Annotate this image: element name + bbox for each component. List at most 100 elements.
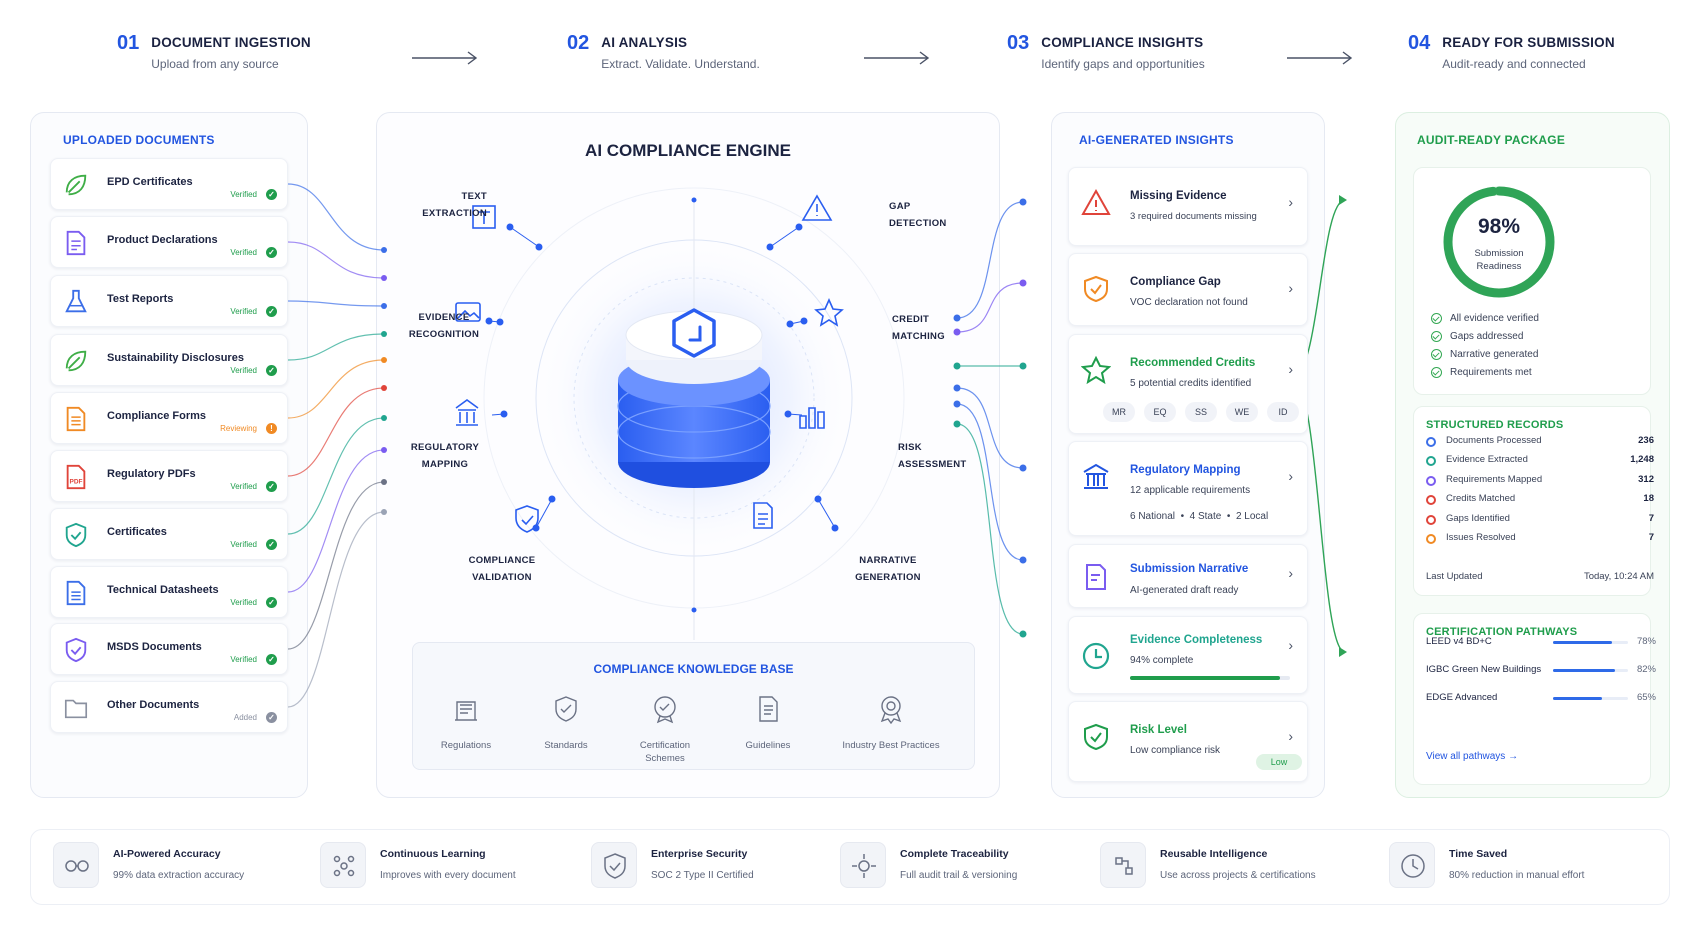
- check-item: All evidence verified: [1431, 309, 1539, 327]
- shield-icon: [65, 637, 87, 663]
- connector-line: [287, 387, 385, 477]
- kb-label: Standards: [544, 740, 588, 751]
- guidelines-icon: [759, 696, 778, 722]
- datasheet-icon: [66, 580, 86, 606]
- gap-detection-label: GAP DETECTION: [889, 201, 947, 229]
- document-item[interactable]: Other Documents Added ✓: [50, 681, 288, 733]
- engine-core-graphic: [455, 187, 905, 640]
- check-label: Narrative generated: [1450, 348, 1539, 360]
- document-status: Verified: [230, 540, 257, 549]
- document-item[interactable]: Compliance Forms Reviewing !: [50, 392, 288, 444]
- document-status: Verified: [230, 655, 257, 664]
- check-circle-icon: [1431, 348, 1442, 360]
- connector-node: [953, 384, 961, 392]
- traceability-icon: [840, 842, 886, 888]
- step-title: AI ANALYSIS: [601, 35, 688, 50]
- regulatory-mapping-label: REGULATORY MAPPING: [410, 442, 480, 470]
- kb-label: Certification Schemes: [639, 740, 691, 764]
- connector-node: [1019, 279, 1027, 287]
- check-item: Gaps addressed: [1431, 327, 1539, 345]
- connector-node: [381, 509, 387, 515]
- feature-subtitle: SOC 2 Type II Certified: [651, 870, 754, 881]
- step-title: READY FOR SUBMISSION: [1442, 35, 1615, 50]
- feature-subtitle: Use across projects & certifications: [1160, 870, 1316, 881]
- risk-assessment-label: RISK ASSESSMENT: [898, 442, 967, 470]
- document-status: Verified: [230, 598, 257, 607]
- svg-text:PDF: PDF: [70, 479, 83, 486]
- feature-subtitle: Full audit trail & versioning: [900, 870, 1018, 881]
- connector-line: [287, 333, 385, 361]
- check-item: Narrative generated: [1431, 345, 1539, 363]
- learning-icon: [320, 842, 366, 888]
- credit-tag[interactable]: MR: [1103, 402, 1135, 422]
- document-status: Reviewing: [220, 424, 257, 433]
- arrow-right-icon: [864, 51, 930, 65]
- kb-item-regulations: Regulations: [411, 694, 521, 752]
- credit-tag[interactable]: ID: [1267, 402, 1299, 422]
- record-icon: [1426, 475, 1436, 486]
- feature-title: Complete Traceability: [900, 848, 1009, 860]
- record-label: Gaps Identified: [1446, 512, 1510, 524]
- status-check-icon: ✓: [266, 481, 277, 492]
- insight-title: Recommended Credits: [1130, 357, 1256, 369]
- step-subtitle: Audit-ready and connected: [1442, 57, 1586, 71]
- credit-tag[interactable]: SS: [1185, 402, 1217, 422]
- chevron-right-icon: ›: [1288, 565, 1293, 581]
- kb-label: Regulations: [440, 740, 492, 751]
- document-status: Verified: [230, 366, 257, 375]
- connector-node: [953, 314, 961, 322]
- document-name: MSDS Documents: [107, 641, 202, 653]
- risk-badge: Low: [1256, 754, 1302, 770]
- insight-submission-narrative[interactable]: Submission Narrative AI-generated draft …: [1068, 544, 1308, 608]
- connector-node: [953, 362, 961, 370]
- document-name: Technical Datasheets: [107, 584, 219, 596]
- insight-evidence-completeness[interactable]: Evidence Completeness 94% complete ›: [1068, 616, 1308, 694]
- arrow-head-icon: [1339, 195, 1347, 205]
- connector-node: [1019, 362, 1027, 370]
- document-status: Added: [233, 713, 257, 722]
- record-value: 236: [1638, 435, 1654, 446]
- document-name: Sustainability Disclosures: [107, 352, 244, 364]
- record-icon: [1426, 514, 1436, 525]
- status-check-icon: ✓: [266, 247, 277, 258]
- status-check-icon: ✓: [266, 189, 277, 200]
- feature-subtitle: 80% reduction in manual effort: [1449, 870, 1585, 881]
- document-item[interactable]: Product Declarations Verified ✓: [50, 216, 288, 268]
- connector-line: [287, 511, 385, 708]
- view-all-pathways-link[interactable]: View all pathways →: [1426, 751, 1519, 762]
- chevron-right-icon: ›: [1288, 637, 1293, 653]
- document-item[interactable]: Sustainability Disclosures Verified ✓: [50, 334, 288, 386]
- insight-title: Evidence Completeness: [1130, 634, 1263, 646]
- pathway-bar: [1553, 641, 1628, 644]
- kb-label: Guidelines: [745, 740, 791, 751]
- connector-node: [381, 275, 387, 281]
- insight-subtitle: Low compliance risk: [1130, 745, 1221, 756]
- document-item[interactable]: Test Reports Verified ✓: [50, 275, 288, 327]
- credit-tag[interactable]: WE: [1226, 402, 1258, 422]
- insight-subtitle: VOC declaration not found: [1130, 297, 1248, 308]
- leaf-icon: [65, 174, 87, 196]
- insight-compliance-gap[interactable]: Compliance Gap VOC declaration not found…: [1068, 253, 1308, 326]
- document-item[interactable]: EPD Certificates Verified ✓: [50, 158, 288, 210]
- status-check-icon: ✓: [266, 654, 277, 665]
- insight-risk-level[interactable]: Risk Level Low compliance risk Low ›: [1068, 701, 1308, 782]
- pathway-name: IGBC Green New Buildings: [1426, 664, 1542, 675]
- credit-tag[interactable]: EQ: [1144, 402, 1176, 422]
- document-icon: [66, 230, 86, 256]
- document-item[interactable]: MSDS Documents Verified ✓: [50, 623, 288, 675]
- pathway-bar: [1553, 669, 1628, 672]
- document-item[interactable]: PDF Regulatory PDFs Verified ✓: [50, 450, 288, 502]
- insights-title: AI-GENERATED INSIGHTS: [1079, 133, 1234, 147]
- pathway-name: LEED v4 BD+C: [1426, 636, 1492, 647]
- document-item[interactable]: Technical Datasheets Verified ✓: [50, 566, 288, 618]
- record-label: Documents Processed: [1446, 435, 1542, 446]
- document-item[interactable]: Certificates Verified ✓: [50, 508, 288, 560]
- checklist: All evidence verified Gaps addressed Nar…: [1431, 309, 1539, 381]
- record-label: Evidence Extracted: [1446, 454, 1528, 466]
- insight-missing-evidence[interactable]: Missing Evidence 3 required documents mi…: [1068, 167, 1308, 246]
- insight-regulatory-mapping[interactable]: Regulatory Mapping 12 applicable require…: [1068, 441, 1308, 536]
